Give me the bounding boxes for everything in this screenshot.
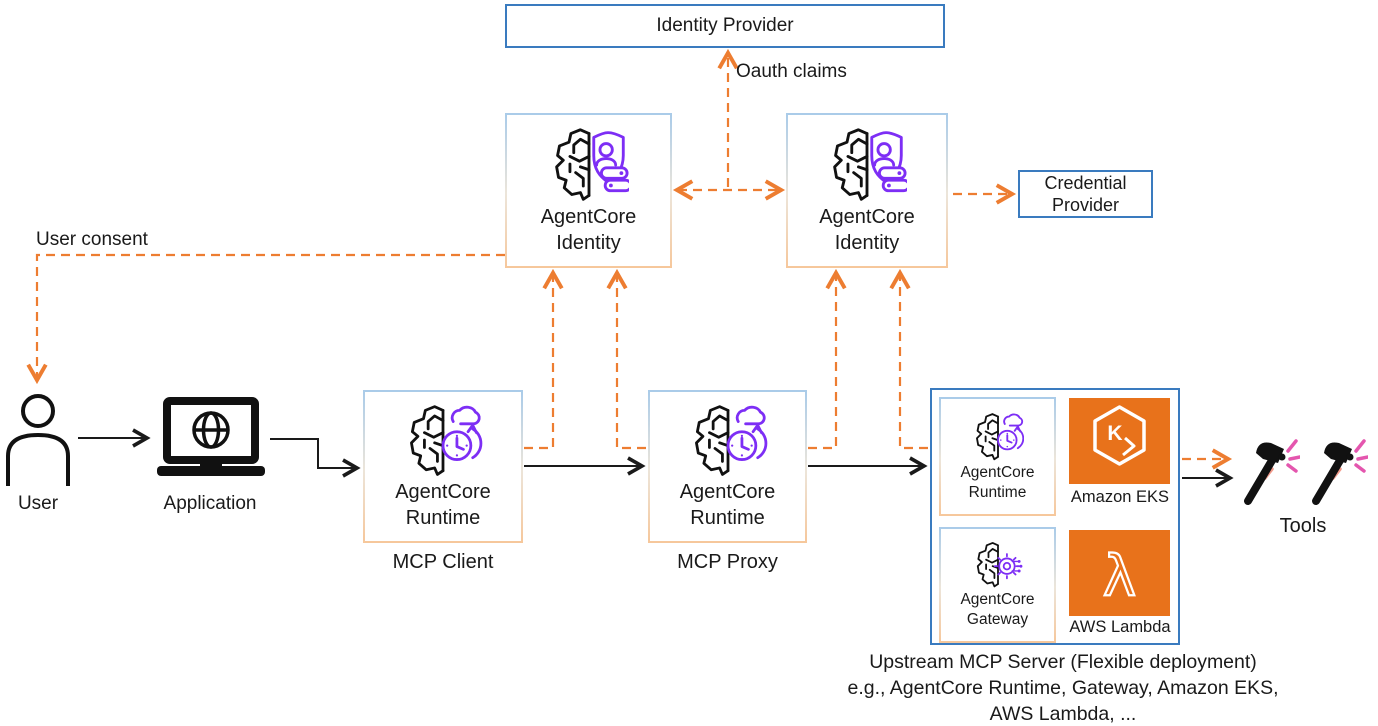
agentcore-runtime-client-label: AgentCore Runtime <box>395 480 491 529</box>
agentcore-identity-right-node: AgentCore Identity <box>786 113 948 268</box>
upstream-caption: Upstream MCP Server (Flexible deployment… <box>788 650 1338 726</box>
upstream-agentcore-runtime-node: AgentCore Runtime <box>939 397 1056 516</box>
agentcore-identity-left-label: AgentCore Identity <box>540 205 637 254</box>
credential-provider-node: Credential Provider <box>1018 170 1153 218</box>
agentcore-identity-left-node: AgentCore Identity <box>505 113 672 268</box>
edge-proxy-to-identity-right <box>808 268 847 450</box>
mcp-proxy-label: MCP Proxy <box>677 551 778 573</box>
upstream-mcp-server-group: AgentCore Runtime K Amazon EKS AgentCore… <box>930 388 1180 645</box>
aws-lambda-icon: λ <box>1069 530 1170 616</box>
identity-provider-node: Identity Provider <box>505 4 945 48</box>
edge-upstream-to-identity-right <box>889 268 928 450</box>
user-icon <box>6 394 70 486</box>
agentcore-runtime-icon <box>694 405 767 476</box>
agentcore-identity-right-label: AgentCore Identity <box>819 205 915 254</box>
identity-provider-label: Identity Provider <box>656 15 794 36</box>
upstream-caption-line2: e.g., AgentCore Runtime, Gateway, Amazon… <box>847 676 1279 699</box>
oauth-claims-label: Oauth claims <box>736 61 847 82</box>
hammer-icon <box>1238 437 1300 511</box>
upstream-caption-line3: AWS Lambda, ... <box>989 702 1137 725</box>
agentcore-identity-icon <box>554 128 629 201</box>
user-consent-label: User consent <box>36 229 148 250</box>
credential-provider-label: Credential Provider <box>1044 172 1127 216</box>
application-label: Application <box>163 493 257 514</box>
hammer-icon <box>1306 437 1368 511</box>
upstream-caption-line1: Upstream MCP Server (Flexible deployment… <box>869 651 1257 673</box>
agentcore-runtime-proxy-label: AgentCore Runtime <box>679 480 776 529</box>
upstream-gateway-label: AgentCore Gateway <box>960 591 1035 628</box>
agentcore-runtime-icon <box>410 405 483 476</box>
edge-client-to-identity-left <box>524 268 564 450</box>
lambda-glyph: λ <box>1103 544 1136 609</box>
upstream-runtime-label: AgentCore Runtime <box>960 463 1035 501</box>
edge-user-consent <box>26 253 505 385</box>
edge-application-to-mcp-client <box>270 438 361 478</box>
tools-label: Tools <box>1279 515 1327 537</box>
agentcore-gateway-icon <box>976 542 1023 588</box>
eks-glyph: K <box>1107 422 1122 445</box>
edge-proxy-to-identity-left <box>606 268 646 450</box>
upstream-agentcore-gateway-node: AgentCore Gateway <box>939 527 1056 643</box>
agentcore-runtime-icon <box>975 412 1024 460</box>
amazon-eks-icon: K <box>1069 398 1170 484</box>
mcp-client-label: MCP Client <box>392 551 494 573</box>
agentcore-runtime-client-node: AgentCore Runtime <box>363 390 523 543</box>
agentcore-identity-icon <box>833 128 907 201</box>
aws-lambda-label: AWS Lambda <box>1069 618 1171 636</box>
application-icon <box>157 397 265 476</box>
user-label: User <box>17 493 59 514</box>
agentcore-runtime-proxy-node: AgentCore Runtime <box>648 390 807 543</box>
amazon-eks-label: Amazon EKS <box>1070 488 1170 506</box>
